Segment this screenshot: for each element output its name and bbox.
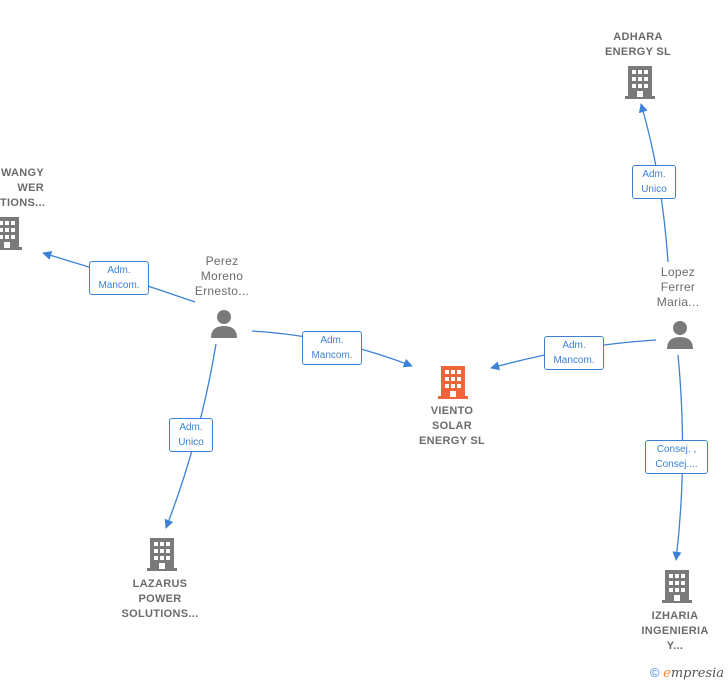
node-label-line: ADHARA — [613, 31, 663, 43]
node-label-line: INGENIERIA — [641, 625, 709, 637]
person-icon[interactable] — [211, 310, 237, 338]
node-label-line: Lopez — [660, 265, 696, 279]
node-label-line: Perez — [205, 254, 239, 268]
relation-text: Consej. , — [656, 444, 697, 455]
node-perez-moreno-ernesto[interactable]: Perez Moreno Ernesto... — [195, 254, 249, 299]
node-label-line: VIENTO — [430, 405, 474, 417]
relation-text: Mancom. — [311, 350, 353, 361]
node-adhara-energy[interactable]: ADHARA ENERGY SL — [605, 30, 671, 60]
node-label-line: Moreno — [200, 269, 244, 283]
relation-label-lopez-main[interactable]: Adm. Mancom. — [544, 336, 604, 370]
relation-text: Consej.... — [655, 459, 698, 470]
building-icon[interactable] — [438, 366, 468, 399]
node-label-line: LAZARUS — [132, 578, 188, 590]
relation-label-perez-lazarus[interactable]: Adm. Unico — [169, 418, 213, 452]
node-lopez-ferrer-maria[interactable]: Lopez Ferrer Maria... — [657, 265, 699, 310]
node-label-line: ENERGY SL — [418, 435, 486, 447]
node-viento-solar-energy[interactable]: VIENTO SOLAR ENERGY SL — [419, 404, 485, 449]
relation-text: Mancom. — [553, 355, 595, 366]
node-label-line: Ernesto... — [194, 284, 250, 298]
relation-text: Unico — [178, 437, 204, 448]
copyright-symbol: © — [649, 665, 660, 680]
relation-text: Adm. — [562, 340, 586, 351]
brand-initial: e — [663, 666, 671, 681]
person-icon[interactable] — [667, 321, 693, 349]
building-icon[interactable] — [662, 570, 692, 603]
relation-text: Unico — [641, 184, 667, 195]
building-icon[interactable] — [0, 217, 22, 250]
relation-text: Adm. — [642, 169, 666, 180]
node-izharia-ingenieria[interactable]: IZHARIA INGENIERIA Y... — [641, 609, 708, 654]
building-icon[interactable] — [625, 66, 655, 99]
node-wangy-power-solutions[interactable]: WANGY WER TIONS... — [0, 166, 46, 211]
node-label-line: Ferrer — [660, 280, 696, 294]
node-label-line: SOLAR — [431, 420, 472, 432]
node-lazarus-power-solutions[interactable]: LAZARUS POWER SOLUTIONS... — [122, 577, 199, 622]
node-label-line: IZHARIA — [651, 610, 699, 622]
relation-label-perez-wangy[interactable]: Adm. Mancom. — [89, 261, 149, 295]
relation-text: Adm. — [107, 265, 131, 276]
relation-label-perez-main[interactable]: Adm. Mancom. — [302, 331, 362, 365]
node-label-line: TIONS... — [0, 197, 46, 209]
relation-label-lopez-adhara[interactable]: Adm. Unico — [632, 165, 676, 199]
node-label-line: ENERGY SL — [604, 46, 672, 58]
empresia-logo: empresia — [663, 666, 724, 681]
node-label-line: Y... — [666, 640, 684, 652]
brand-name: mpresia — [670, 666, 724, 681]
node-label-line: SOLUTIONS... — [121, 608, 199, 620]
node-label-line: WER — [17, 182, 44, 194]
relation-text: Mancom. — [98, 280, 140, 291]
node-label-line: Maria... — [656, 295, 700, 309]
node-label-line: WANGY — [0, 167, 44, 179]
copyright-watermark: © empresia — [650, 665, 724, 681]
node-label-line: POWER — [138, 593, 182, 605]
relation-text: Adm. — [179, 422, 203, 433]
building-icon[interactable] — [147, 538, 177, 571]
relation-text: Adm. — [320, 335, 344, 346]
relation-label-lopez-izharia[interactable]: Consej. , Consej.... — [645, 440, 708, 474]
